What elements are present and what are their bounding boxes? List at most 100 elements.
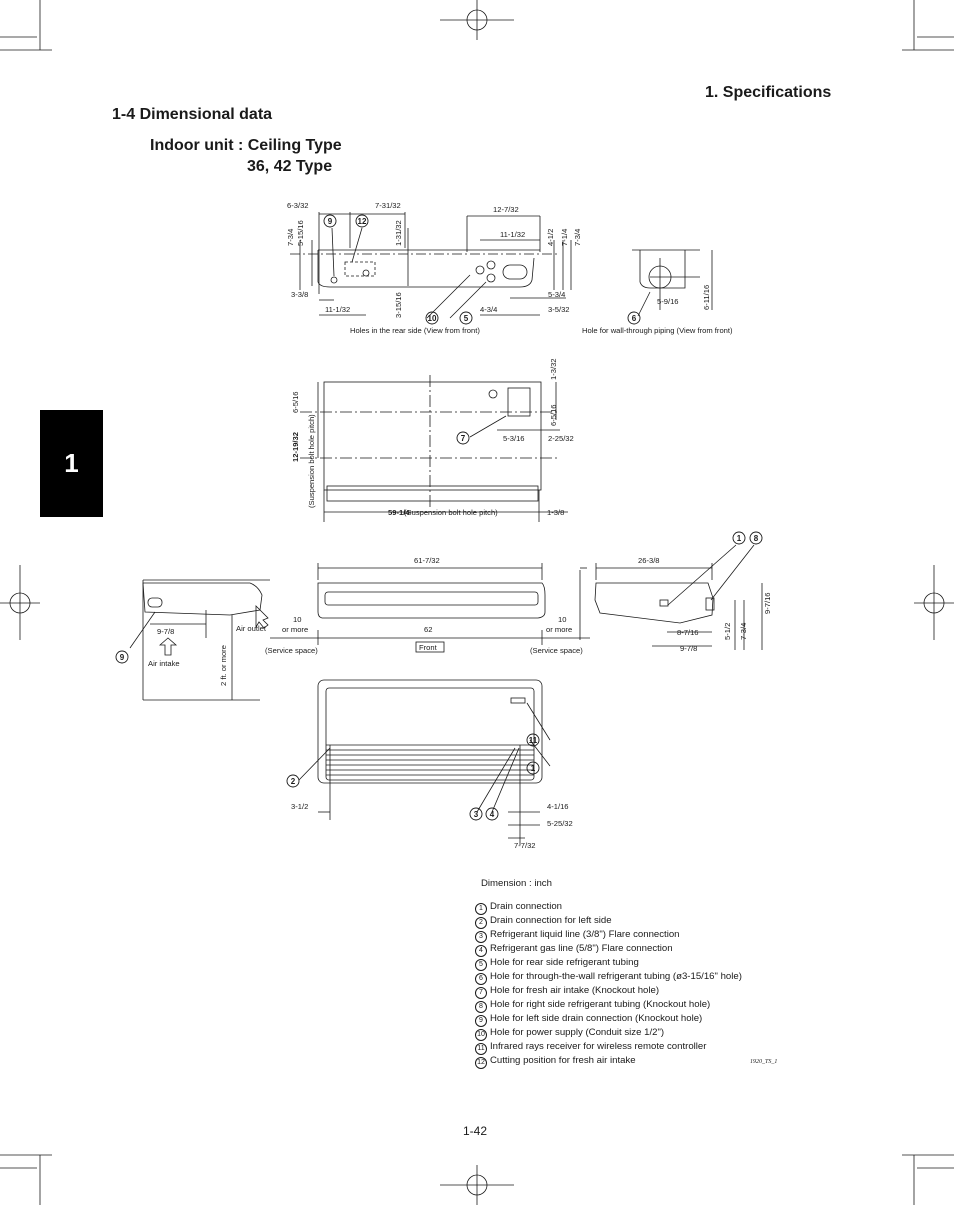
svg-text:3: 3: [474, 810, 479, 819]
callout-11: 11: [526, 733, 540, 747]
vertical-dimension-labels: 7-3/4 5-15/16 1-31/32 3-15/16 4-1/2 7-1/…: [219, 220, 772, 686]
service-space-left: (Service space): [265, 646, 318, 655]
svg-text:11: 11: [529, 736, 538, 745]
dim-26-3-8: 26-3/8: [638, 556, 660, 565]
left-side-view: [129, 579, 270, 701]
legend-number: 11: [475, 1043, 487, 1055]
or-more-left: or more: [282, 625, 308, 634]
legend-number: 7: [475, 987, 487, 999]
dim-12-19-32: 12-19/32: [291, 432, 300, 462]
dim-61-7-32: 61-7/32: [414, 556, 440, 565]
dim-7-7-32: 7-7/32: [514, 841, 536, 850]
svg-text:6: 6: [632, 314, 637, 323]
dim-suspension-tail: (Suspension bolt hole pitch): [404, 508, 498, 517]
callout-6: 6: [627, 311, 641, 325]
legend-number: 12: [475, 1057, 487, 1069]
dim-5-3-4: 5-3/4: [548, 290, 565, 299]
legend-text: Drain connection: [490, 901, 562, 912]
dim-6-11-16: 6-11/16: [702, 285, 711, 310]
rear-holes-view: [290, 212, 572, 319]
callout-9-side: 9: [115, 650, 129, 664]
dim-9-7-8-right: 9-7/8: [680, 644, 697, 653]
dim-5-1-2: 5-1/2: [723, 623, 732, 640]
service-space-right: (Service space): [530, 646, 583, 655]
callout-2: 2: [286, 774, 300, 788]
rear-caption: Holes in the rear side (View from front): [350, 326, 480, 335]
dim-12-7-32: 12-7/32: [493, 205, 519, 214]
dim-8-7-16: 8-7/16: [677, 628, 699, 637]
svg-text:9: 9: [328, 217, 333, 226]
dim-59-1-4: 59-1/4: [388, 508, 410, 517]
chapter-tab: 1: [40, 410, 103, 517]
dim-7-31-32: 7-31/32: [375, 201, 401, 210]
callout-4: 4: [485, 807, 499, 821]
legend-number: 6: [475, 973, 487, 985]
legend-text: Hole for fresh air intake (Knockout hole…: [490, 985, 660, 996]
suspension-label: (Suspension bolt hole pitch): [307, 414, 316, 508]
front-label: Front: [419, 643, 438, 652]
legend-number: 10: [475, 1029, 487, 1041]
dim-10-left: 10: [293, 615, 301, 624]
dim-5-25-32: 5-25/32: [547, 819, 573, 828]
callout-1-side: 1: [732, 531, 746, 545]
dim-5-9-16: 5-9/16: [657, 297, 679, 306]
svg-text:7: 7: [461, 434, 466, 443]
legend-number: 3: [475, 931, 487, 943]
dim-62: 62: [424, 625, 432, 634]
doc-code: 1920_TS_1: [750, 1059, 778, 1065]
legend-text: Hole for right side refrigerant tubing (…: [490, 999, 711, 1010]
dim-5-15-16: 5-15/16: [296, 220, 305, 246]
front-view: [270, 563, 590, 653]
dim-3-15-16: 3-15/16: [394, 292, 403, 318]
svg-text:2: 2: [291, 777, 296, 786]
dim-9-7-16: 9-7/16: [763, 592, 772, 614]
callout-12: 12: [355, 214, 369, 228]
legend-text: Infrared rays receiver for wireless remo…: [490, 1041, 707, 1052]
svg-text:4: 4: [490, 810, 495, 819]
dim-10-right: 10: [558, 615, 566, 624]
dim-11-1-32: 11-1/32: [500, 230, 525, 239]
dim-3-1-2: 3-1/2: [291, 802, 308, 811]
page-number: 1-42: [463, 1124, 488, 1138]
dim-11-1-32b: 11-1/32: [325, 305, 350, 314]
legend-text: Hole for power supply (Conduit size 1/2"…: [490, 1027, 665, 1038]
callout-7: 7: [456, 431, 470, 445]
dim-1-3-8: 1-3/8: [547, 508, 564, 517]
unit-type: 36, 42 Type: [247, 158, 333, 175]
dim-4-3-4: 4-3/4: [480, 305, 497, 314]
wall-through-view: [632, 249, 713, 317]
subsection-title: 1-4 Dimensional data: [112, 106, 273, 123]
legend-text: Hole for left side drain connection (Kno…: [490, 1013, 703, 1024]
dim-5-3-16: 5-3/16: [503, 434, 525, 443]
dimension-labels: 6-3/32 7-31/32 12-7/32 11-1/32 3-3/8 11-…: [148, 201, 733, 850]
wall-caption: Hole for wall-through piping (View from …: [582, 326, 733, 335]
dim-1-3-32: 1-3/32: [549, 358, 558, 380]
callout-10: 10: [425, 311, 439, 325]
dim-6-3-32: 6-3/32: [287, 201, 309, 210]
right-side-view: [579, 544, 763, 650]
section-title: 1. Specifications: [705, 84, 832, 101]
svg-text:1: 1: [737, 534, 742, 543]
unit-title: Indoor unit : Ceiling Type: [150, 137, 342, 154]
bottom-view: [298, 679, 551, 845]
dim-3-3-8: 3-3/8: [291, 290, 308, 299]
legend-text: Cutting position for fresh air intake: [490, 1055, 636, 1066]
two-ft-label: 2 ft. or more: [219, 645, 228, 686]
svg-text:12: 12: [358, 217, 367, 226]
dim-6-5-16-right: 6-5/16: [549, 404, 558, 426]
svg-text:1: 1: [531, 764, 536, 773]
dim-7-3-4-b: 7-3/4: [573, 229, 582, 246]
svg-text:9: 9: [120, 653, 125, 662]
callouts: 9 12 10 5 6 7 1 8 9 11 1 2 3 4: [115, 214, 763, 821]
callout-9-top: 9: [323, 214, 337, 228]
svg-text:5: 5: [464, 314, 469, 323]
